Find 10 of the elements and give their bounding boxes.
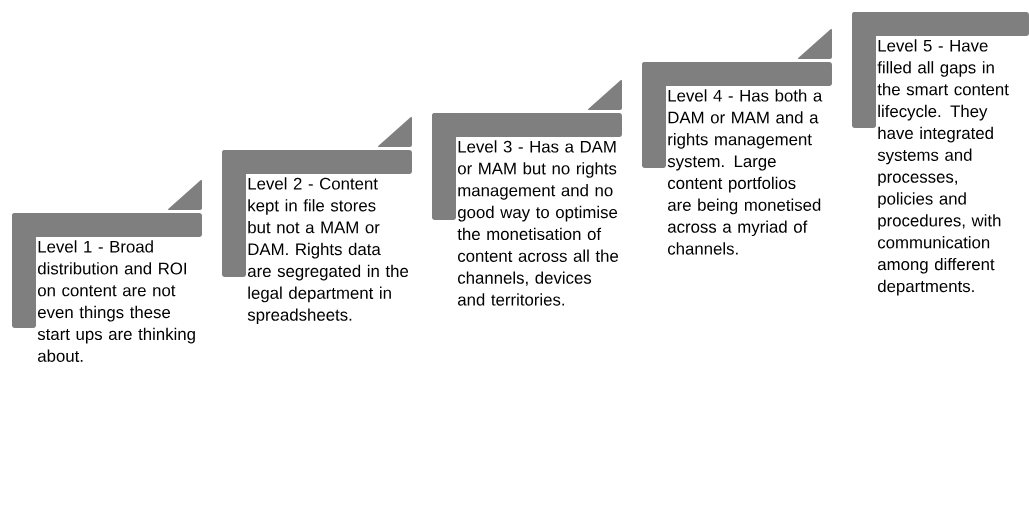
level-step: Level 3 - Has a DAM or MAM but no rights management and no good way to optimise the monetisation of content across all the channels, devices and territories. [432, 113, 622, 306]
level-step: Level 1 - Broad distribution and ROI on content are not even things these start ups are thinking about. [12, 213, 202, 362]
node-label: Level 4 - Has both a DAM or MAM and a rights management system. Large content portfolios are being monetised across a myriad of channels. [667, 89, 823, 255]
level-step: Level 5 - Have filled all gaps in the smart content lifecycle. They have integrated systems and processes, policies and procedures, with communication among different departments. [852, 12, 1029, 296]
node-label: Level 3 - Has a DAM or MAM but no rights management and no good way to optimise the monetisation of content across all the channels, devices and territories. [457, 140, 619, 306]
node-label: Level 5 - Have filled all gaps in the smart content lifecycle. They have integrated systems and processes, policies and procedures, with communication among different departments. [877, 39, 1009, 296]
level-step: Level 4 - Has both a DAM or MAM and a rights management system. Large content portfolios are being monetised across a myriad of channels. [642, 62, 832, 255]
node-label: Level 1 - Broad distribution and ROI on content are not even things these start ups are thinking about. [37, 240, 195, 362]
level-step: Level 2 - Content kept in file stores but not a MAM or DAM. Rights data are segregated in the legal department in spreadsheets. [222, 150, 412, 325]
node-label: Level 2 - Content kept in file stores but not a MAM or DAM. Rights data are segregated in the legal department in spreadsheets. [247, 177, 409, 325]
